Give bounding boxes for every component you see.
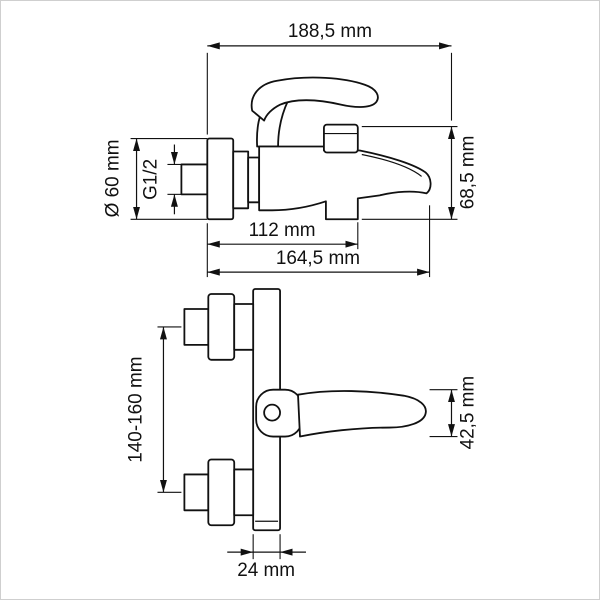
handle-lever-front [297,390,427,438]
lower-mounting-nut [233,468,255,517]
dimension-total-depth: 164,5 mm [207,205,431,278]
wall-flange [206,137,235,221]
dimension-overall-height: 68,5 mm [361,126,478,220]
upper-wall-flange [207,293,236,361]
dimension-flange-diameter: Ø 60 mm [103,137,208,220]
upper-inlet-thread [183,308,210,346]
dim-label-spout-reach: 112 mm [249,220,316,241]
lower-inlet-thread [183,473,210,512]
dim-label-overall-height: 68,5 mm [457,136,478,210]
dimension-thread-size: G1/2 [140,144,182,215]
dim-label-body-height: 42,5 mm [457,376,478,450]
mounting-nut [232,150,250,210]
handle-lever [250,76,379,122]
handle-screw-cover [263,403,281,422]
dim-label-flange-diameter: Ø 60 mm [103,140,124,218]
dimension-total-width: 188,5 mm [206,21,453,135]
dim-label-thread-size: G1/2 [140,159,161,200]
upper-mounting-nut [233,303,255,351]
dimension-spout-width: 24 mm [227,534,306,581]
inlet-thread [180,163,209,196]
spout-inner-line [361,153,422,177]
dimension-mounting-distance: 140-160 mm [126,326,182,493]
dim-label-total-width: 188,5 mm [288,21,372,42]
faucet-body-spout [258,145,432,221]
dim-label-mounting-distance: 140-160 mm [126,357,147,463]
diverter-knob [323,123,359,154]
side-view: 188,5 mm 68,5 mm Ø 60 mm G1/2 [103,21,478,278]
dimension-body-height: 42,5 mm [429,376,478,450]
dim-label-spout-width: 24 mm [237,560,295,581]
dimension-spout-reach: 112 mm [206,220,359,278]
front-view: 140-160 mm 42,5 mm 24 mm [126,288,478,581]
lower-wall-flange [207,458,236,527]
mounting-nut-step [247,156,261,204]
dim-label-total-depth: 164,5 mm [276,248,360,269]
